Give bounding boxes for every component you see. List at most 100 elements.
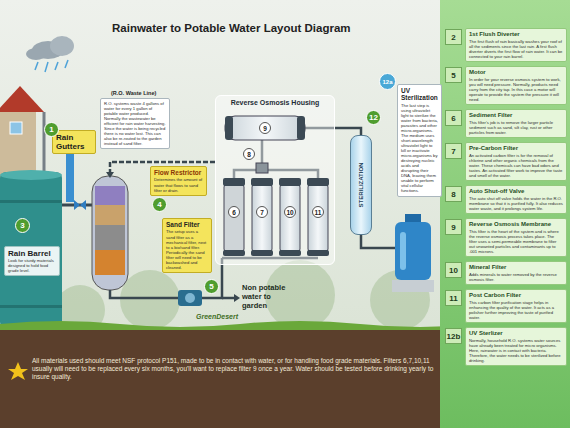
step-number-text: 10 — [449, 266, 458, 275]
callout-box: Rain BarrelLook for sturdy materials des… — [4, 246, 60, 276]
step-card: Pre-Carbon FilterAn activated carbon fil… — [465, 142, 567, 181]
rain-barrel — [0, 170, 62, 328]
uv-tube: STERILIZATION — [350, 135, 372, 235]
step-number: 9 — [445, 219, 462, 235]
housing-region: Reverse Osmosis Housing — [215, 95, 335, 265]
heading-text: Rain Barrel — [8, 249, 56, 258]
arrowhead — [106, 172, 114, 178]
note-box: UV SterilizationThe last step is using u… — [397, 84, 442, 197]
shutoff-valve — [256, 163, 268, 173]
body-text: An activated carbon filter is for the re… — [469, 153, 563, 178]
heading-text: Mineral Filter — [469, 264, 563, 271]
note-box: (R.O. Waste Line)R.O. systems waste 4 ga… — [100, 98, 170, 149]
ro-membrane — [225, 116, 305, 140]
step-number-text: 5 — [451, 71, 455, 80]
step-card: Sediment FilterThis filter's job is to r… — [465, 109, 567, 138]
callout-number: 3 — [15, 218, 30, 233]
body-text: Adds minerals to water removed by the re… — [469, 272, 563, 282]
heading-text: UV Sterilization — [401, 87, 438, 102]
callout-number: 6 — [228, 206, 240, 218]
step-card: Auto Shut-off ValveThe auto shut off val… — [465, 185, 567, 214]
heading-text: STERILIZATION — [358, 163, 364, 208]
callout-number: 12 — [366, 110, 381, 125]
callout-number: 5 — [204, 279, 219, 294]
step-card: Post Carbon FilterThis carbon filter pur… — [465, 289, 567, 323]
callout-number: 12a — [379, 73, 396, 90]
callout-number: 1 — [44, 122, 59, 137]
cloud — [26, 36, 74, 72]
heading-text: Reverse Osmosis Membrane — [469, 221, 563, 228]
outlet-label: Non potable water to garden — [242, 283, 292, 310]
step-number: 2 — [445, 29, 462, 45]
step-card: 1st Flush DiverterThe first flush of rai… — [465, 28, 567, 62]
step-number-text: 12b — [447, 332, 461, 341]
body-text: R.O. systems waste 4 gallons of water fo… — [104, 101, 166, 146]
callout-number: 10 — [284, 206, 296, 218]
step-number-text: 11 — [449, 294, 457, 303]
step-number: 11 — [445, 290, 462, 306]
star-icon — [8, 362, 28, 380]
side-panel — [440, 0, 570, 428]
step-number-text: 9 — [451, 223, 455, 232]
water-dispenser — [392, 214, 434, 292]
step-card: UV SterlizerNormally, household R.O. sys… — [465, 327, 567, 366]
diagram-title: Rainwater to Potable Water Layout Diagra… — [112, 22, 351, 34]
body-text: The auto shut off valve holds the water … — [469, 196, 563, 211]
body-text: The last step is using ultraviolet light… — [401, 103, 438, 194]
housing-panel — [215, 95, 335, 265]
heading-text: 1st Flush Diverter — [469, 31, 563, 38]
step-card: MotorIn order for your reverse osmosis s… — [465, 66, 567, 105]
body-text: The setup uses a sand filter as a mechan… — [166, 229, 208, 269]
heading-text: (R.O. Waste Line) — [111, 90, 156, 96]
watermark: GreenDesert — [196, 313, 238, 320]
heading-text: Sediment Filter — [469, 112, 563, 119]
step-number-text: 7 — [451, 147, 455, 156]
body-text: Determines the amount of water that flow… — [154, 177, 203, 192]
heading-text: Rain Gutters — [56, 133, 92, 151]
callout-number: 9 — [259, 122, 271, 134]
step-card: Reverse Osmosis MembraneThis filter is t… — [465, 218, 567, 257]
heading-text: Reverse Osmosis Housing — [216, 99, 334, 107]
callout-number: 7 — [256, 206, 268, 218]
body-text: In order for your reverse osmosis system… — [469, 77, 563, 102]
footnote: All materials used should meet NSF proto… — [32, 357, 437, 381]
pump — [178, 290, 202, 306]
callout-number: 4 — [152, 197, 167, 212]
step-number-text: 2 — [451, 33, 455, 42]
callout-number: 11 — [312, 206, 324, 218]
callout-number: 8 — [243, 148, 255, 160]
callout-box: Rain Gutters — [52, 130, 96, 154]
heading-text: Pre-Carbon Filter — [469, 145, 563, 152]
callout-box: Flow RestrictorDetermines the amount of … — [150, 166, 207, 196]
heading-text: Flow Restrictor — [154, 169, 203, 176]
sand-filter-tank — [92, 176, 128, 290]
step-number: 12b — [445, 328, 462, 344]
house — [0, 86, 44, 180]
step-number-text: 8 — [451, 190, 455, 199]
heading-text: Sand Filter — [166, 221, 208, 228]
body-text: Look for sturdy materials designed to ho… — [8, 258, 56, 273]
callout-box: Sand FilterThe setup uses a sand filter … — [162, 218, 212, 273]
step-number: 6 — [445, 110, 462, 126]
step-card: Mineral FilterAdds minerals to water rem… — [465, 261, 567, 285]
step-number: 8 — [445, 186, 462, 202]
heading-text: Auto Shut-off Valve — [469, 188, 563, 195]
body-text: Normally, household R.O. systems water s… — [469, 338, 563, 363]
heading-text: Motor — [469, 69, 563, 76]
first-flush-diverter — [62, 152, 92, 210]
step-number: 7 — [445, 143, 462, 159]
heading-text: UV Sterlizer — [469, 330, 563, 337]
heading-text: Post Carbon Filter — [469, 292, 563, 299]
body-text: This filter's job is to remove the large… — [469, 120, 563, 135]
body-text: The first flush of rain basically washes… — [469, 39, 563, 59]
pipes — [110, 128, 395, 298]
filter-cartridges — [223, 178, 329, 256]
step-number-text: 6 — [451, 114, 455, 123]
arrowhead — [234, 294, 240, 302]
step-number: 5 — [445, 67, 462, 83]
step-number: 10 — [445, 262, 462, 278]
body-text: This filter is the heart of the system a… — [469, 229, 563, 254]
body-text: This carbon filter purification stage he… — [469, 300, 563, 320]
